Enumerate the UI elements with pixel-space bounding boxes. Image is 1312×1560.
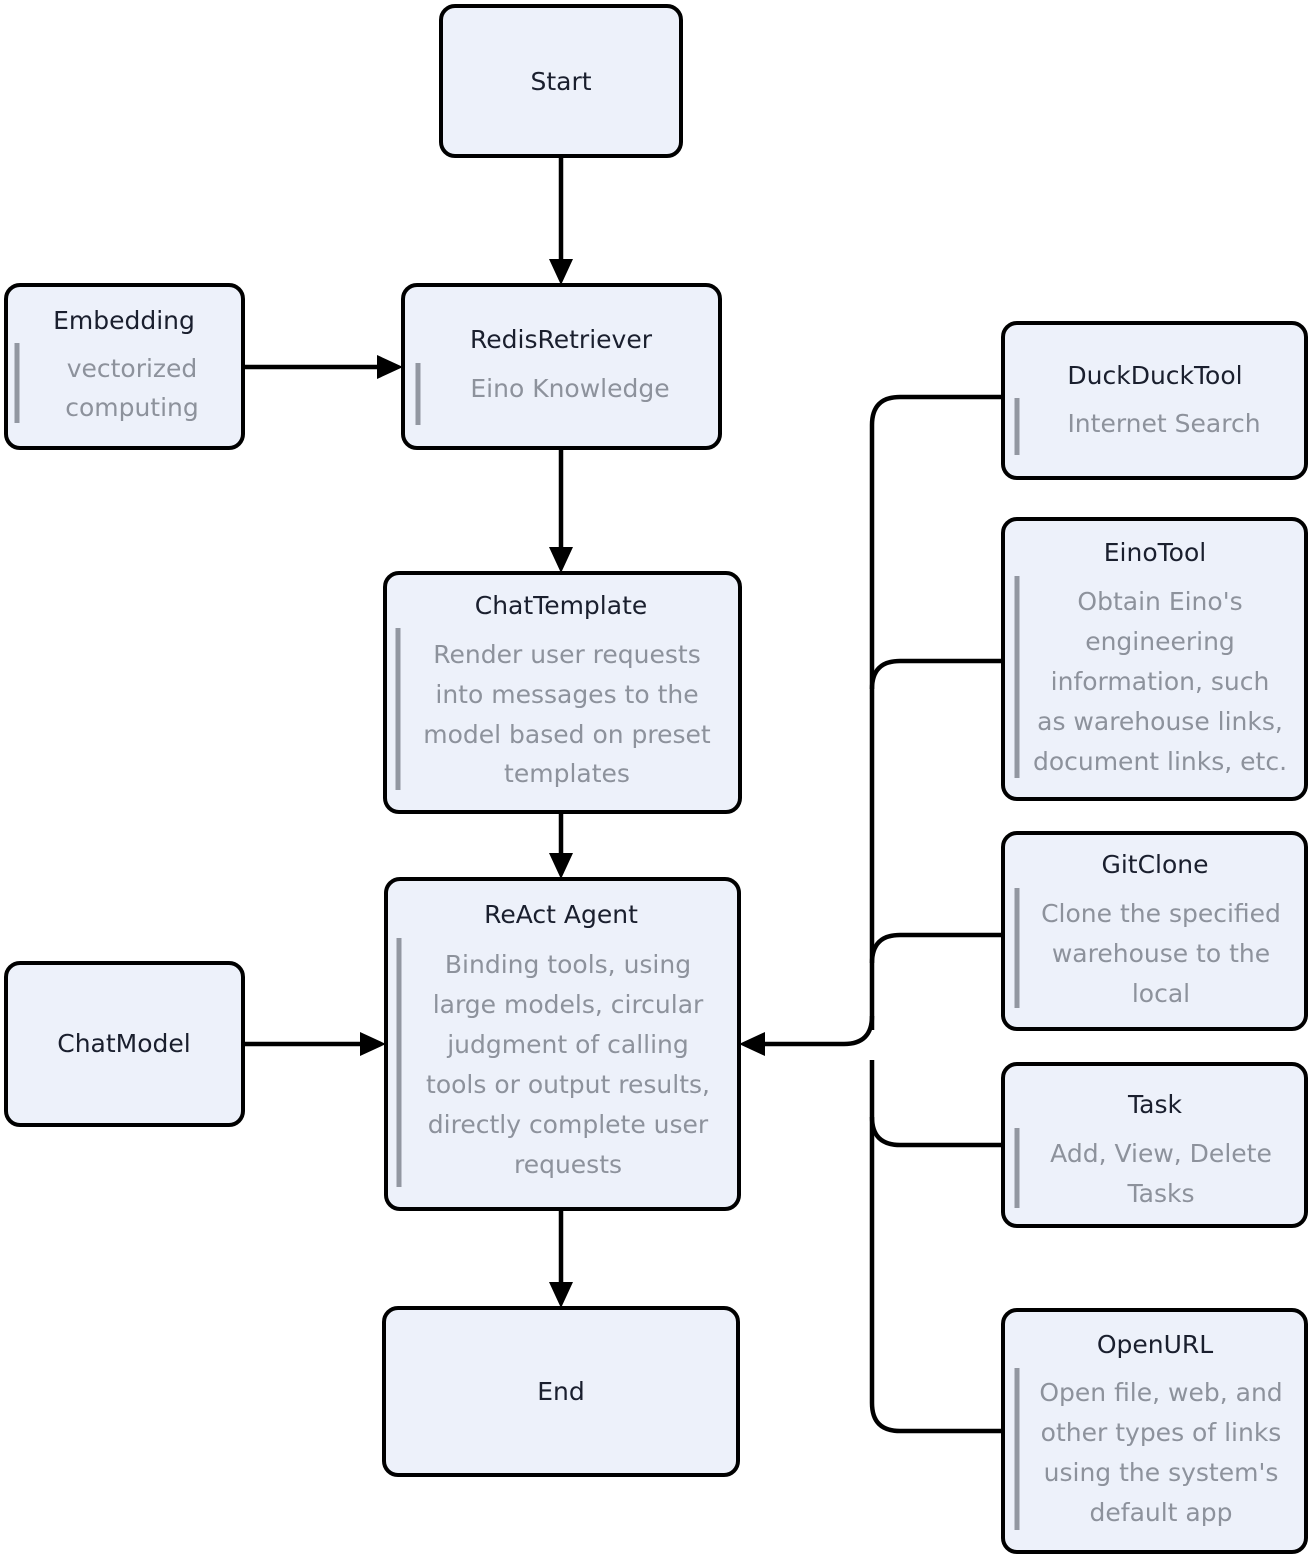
node-open-url-subtitle-line: default app (1090, 1498, 1233, 1527)
node-git-clone-title: GitClone (1101, 850, 1208, 879)
node-chat-template-subtitle-line: templates (504, 759, 630, 788)
edge-tool-trunk-to-react-agent (739, 1015, 875, 1056)
edge-duckduck-tool-to-react-agent (869, 394, 1003, 1030)
edge-task-to-react-agent (869, 1116, 1003, 1148)
node-eino-tool[interactable]: EinoTool Obtain Eino's engineering infor… (1001, 517, 1308, 801)
arrow-head-icon (549, 1282, 573, 1308)
node-git-clone-subtitle-line: local (1132, 979, 1190, 1008)
node-chat-template-box[interactable] (383, 571, 742, 814)
node-start-title: Start (530, 67, 591, 96)
node-redis-retriever-subtitle-line: Eino Knowledge (470, 374, 669, 403)
node-redis-retriever-title: RedisRetriever (470, 325, 653, 354)
node-task-subtitle-line: Tasks (1127, 1179, 1195, 1208)
arrow-head-icon (549, 547, 573, 573)
node-chat-model[interactable]: ChatModel (4, 961, 245, 1127)
edge-eino-tool-to-react-agent (869, 658, 1003, 690)
node-chat-template-subtitle-line: Render user requests (433, 640, 700, 669)
node-start[interactable]: Start (439, 4, 683, 158)
node-react-agent-subtitle-line: judgment of calling (446, 1030, 689, 1059)
edge-react-agent-to-end (549, 1210, 573, 1308)
node-task-box[interactable] (1001, 1062, 1308, 1228)
node-embedding-subtitle-line: computing (65, 393, 199, 422)
node-eino-tool-subtitle-line: information, such (1051, 667, 1270, 696)
node-eino-tool-subtitle-line: as warehouse links, (1037, 707, 1283, 736)
node-eino-tool-subtitle-line: document links, etc. (1033, 747, 1287, 776)
node-chat-model-title: ChatModel (57, 1029, 190, 1058)
node-task[interactable]: Task Add, View, Delete Tasks (1001, 1062, 1308, 1228)
arrow-head-icon (360, 1032, 386, 1056)
node-open-url-subtitle-line: other types of links (1041, 1418, 1282, 1447)
node-react-agent[interactable]: ReAct Agent Binding tools, using large m… (384, 877, 741, 1211)
node-embedding-box[interactable] (4, 283, 245, 450)
node-duckduck-tool[interactable]: DuckDuckTool Internet Search (1001, 321, 1308, 480)
node-chat-template-title: ChatTemplate (475, 591, 648, 620)
edge-chat-model-to-react-agent (244, 1032, 386, 1056)
arrow-head-icon (377, 355, 403, 379)
node-open-url-subtitle-line: using the system's (1044, 1458, 1279, 1487)
node-duckduck-tool-box[interactable] (1001, 321, 1308, 480)
node-git-clone-subtitle-line: Clone the specified (1041, 899, 1281, 928)
node-react-agent-subtitle-line: Binding tools, using (445, 950, 691, 979)
arrow-head-icon (739, 1032, 765, 1056)
node-task-title: Task (1127, 1090, 1182, 1119)
arrow-head-icon (549, 259, 573, 285)
node-react-agent-box[interactable] (384, 877, 741, 1211)
node-start-box[interactable] (439, 4, 683, 158)
node-redis-retriever-box[interactable] (401, 283, 722, 450)
node-git-clone-subtitle-line: warehouse to the (1052, 939, 1270, 968)
node-task-subtitle-line: Add, View, Delete (1050, 1139, 1272, 1168)
node-react-agent-subtitle-line: large models, circular (433, 990, 704, 1019)
node-chat-model-box[interactable] (4, 961, 245, 1127)
edge-start-to-redis-retriever (549, 157, 573, 285)
arrow-head-icon (549, 853, 573, 879)
node-open-url[interactable]: OpenURL Open file, web, and other types … (1001, 1308, 1308, 1554)
node-git-clone[interactable]: GitClone Clone the specified warehouse t… (1001, 831, 1308, 1031)
edge-redis-retriever-to-chat-template (549, 449, 573, 573)
node-duckduck-tool-title: DuckDuckTool (1067, 361, 1242, 390)
node-embedding-title: Embedding (53, 306, 195, 335)
node-react-agent-subtitle-line: directly complete user (428, 1110, 709, 1139)
node-open-url-box[interactable] (1001, 1308, 1308, 1554)
node-react-agent-subtitle-line: requests (514, 1150, 622, 1179)
node-chat-template-subtitle-line: model based on preset (423, 720, 711, 749)
node-open-url-title: OpenURL (1097, 1330, 1213, 1359)
node-react-agent-title: ReAct Agent (484, 900, 638, 929)
node-end-title: End (537, 1377, 585, 1406)
node-eino-tool-subtitle-line: engineering (1085, 627, 1235, 656)
node-eino-tool-box[interactable] (1001, 517, 1308, 801)
node-eino-tool-title: EinoTool (1104, 538, 1206, 567)
node-chat-template[interactable]: ChatTemplate Render user requests into m… (383, 571, 742, 814)
node-eino-tool-subtitle-line: Obtain Eino's (1077, 587, 1242, 616)
node-chat-template-subtitle-line: into messages to the (435, 680, 698, 709)
node-end-box[interactable] (382, 1306, 740, 1477)
node-duckduck-tool-subtitle-line: Internet Search (1067, 409, 1260, 438)
node-redis-retriever[interactable]: RedisRetriever Eino Knowledge (401, 283, 722, 450)
node-git-clone-box[interactable] (1001, 831, 1308, 1031)
edge-embedding-to-redis-retriever (244, 355, 403, 379)
node-open-url-subtitle-line: Open file, web, and (1039, 1378, 1282, 1407)
node-embedding[interactable]: Embedding vectorized computing (4, 283, 245, 450)
edge-chat-template-to-react-agent (549, 813, 573, 879)
node-end[interactable]: End (382, 1306, 740, 1477)
edge-open-url-to-react-agent (869, 1060, 1003, 1434)
node-react-agent-subtitle-line: tools or output results, (426, 1070, 710, 1099)
node-embedding-subtitle-line: vectorized (67, 354, 198, 383)
edge-git-clone-to-react-agent (869, 932, 1003, 964)
edges-layer (244, 157, 1003, 1434)
